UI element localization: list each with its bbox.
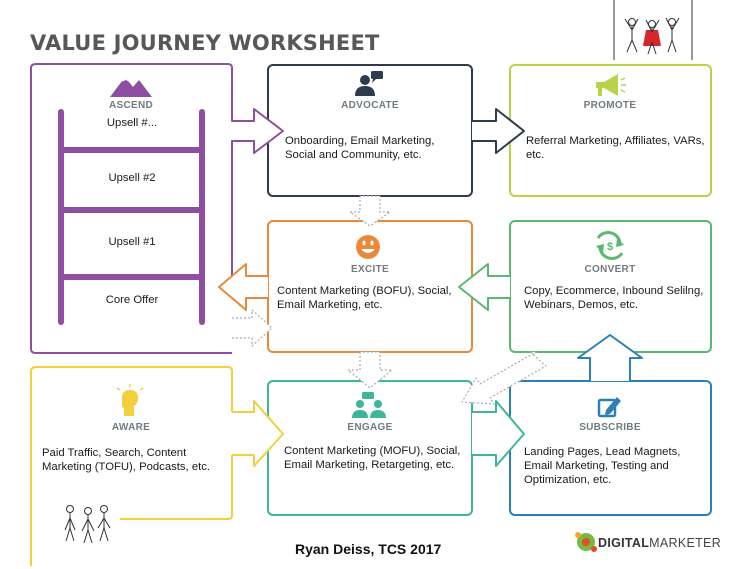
- megaphone-icon: [596, 74, 626, 96]
- stick-figures-bottom: [64, 505, 111, 544]
- credit-line: Ryan Deiss, TCS 2017: [295, 541, 442, 557]
- smiley-icon: [356, 235, 380, 259]
- engage-text: Content Marketing (MOFU), Social,Email M…: [284, 445, 461, 471]
- svg-text:$: $: [607, 241, 613, 253]
- arrow-subscribe-to-convert: [577, 334, 643, 381]
- ladder-rung-upsell-1: Upsell #1: [108, 236, 156, 248]
- digitalmarketer-logo-icon: [575, 532, 597, 552]
- arrow-engage-to-subscribe: [472, 400, 525, 467]
- ladder-rung-upsell-2: Upsell #2: [108, 172, 156, 184]
- advocate-box: [267, 64, 473, 197]
- dotted-arrow-excite-to-engage: [347, 351, 393, 389]
- excite-text: Content Marketing (BOFU), Social,Email M…: [277, 285, 452, 311]
- chat-person-icon: [355, 71, 383, 96]
- subscribe-text: Landing Pages, Lead Magnets,Email Market…: [524, 446, 681, 486]
- dotted-arrow-convert-to-engage: [461, 351, 547, 405]
- aware-title: AWARE: [111, 422, 151, 433]
- dotted-arrow-ascend-to-excite: [232, 309, 273, 347]
- subscribe-title: SUBSCRIBE: [579, 422, 641, 433]
- edit-icon: [597, 397, 621, 418]
- engage-title: ENGAGE: [347, 422, 393, 433]
- ascend-box: [30, 63, 233, 354]
- convert-title: CONVERT: [584, 264, 636, 275]
- ascend-title: ASCEND: [108, 100, 154, 111]
- dollar-cycle-icon: $: [596, 231, 624, 260]
- excite-title: EXCITE: [351, 264, 389, 275]
- dotted-arrow-advocate-to-excite: [349, 195, 391, 227]
- people-chat-icon: [352, 392, 386, 418]
- stick-figures-top: [613, 0, 693, 60]
- advocate-text: Onboarding, Email Marketing,Social and C…: [285, 135, 435, 161]
- brand-wordmark: DIGITALMARKETER: [598, 536, 722, 550]
- arrow-ascend-to-advocate: [231, 80, 284, 154]
- aware-box: [30, 366, 233, 566]
- mountain-icon: [110, 77, 152, 97]
- lightbulb-head-icon: [116, 384, 144, 416]
- ladder: [58, 109, 205, 325]
- promote-text: Referral Marketing, Affiliates, VARs,etc…: [526, 135, 705, 161]
- ladder-rung-core-offer: Core Offer: [105, 294, 159, 306]
- ladder-rung-upsell-n: Upsell #...: [106, 117, 158, 129]
- arrow-convert-to-excite: [458, 263, 510, 311]
- page-title: VALUE JOURNEY WORKSHEET: [30, 31, 380, 55]
- arrow-aware-to-engage: [232, 400, 284, 467]
- arrow-excite-to-ascend: [218, 263, 268, 311]
- advocate-title: ADVOCATE: [341, 100, 399, 111]
- promote-title: PROMOTE: [583, 100, 637, 111]
- convert-text: Copy, Ecommerce, Inbound Selilng,Webinar…: [524, 285, 704, 311]
- arrow-advocate-to-promote: [472, 108, 525, 154]
